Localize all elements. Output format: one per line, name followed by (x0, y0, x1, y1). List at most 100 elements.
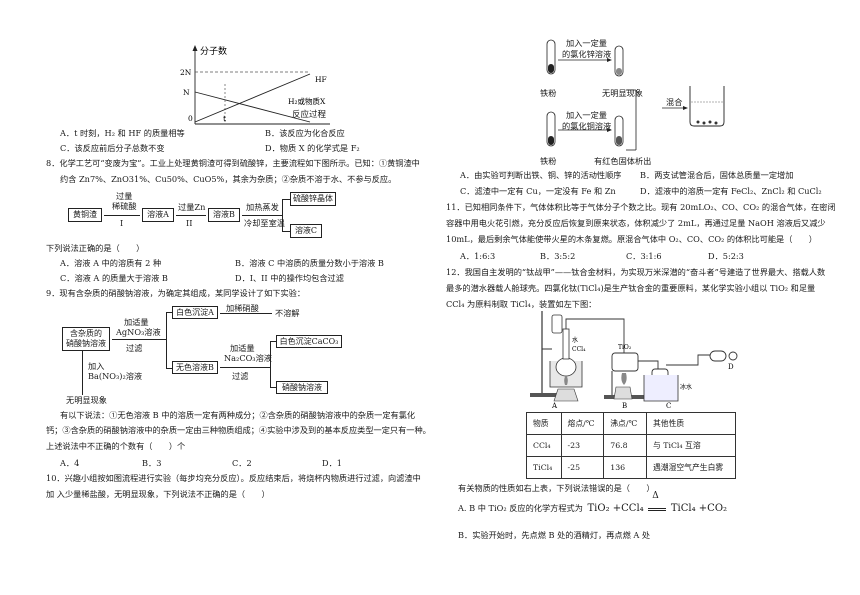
q12-option-b: B．实验开始时，先点燃 B 处的酒精灯，再点燃 A 处 (458, 530, 651, 540)
table-cell: 与 TiCl₄ 互溶 (646, 434, 736, 457)
table-cell: 76.8 (603, 434, 647, 457)
fig10-no-phenom: 无明显现象 (602, 88, 643, 98)
table-cell: -23 (560, 434, 605, 457)
flow9-start-line1: 含杂质的 (70, 329, 102, 338)
q11-option-b: B．3:5:2 (540, 251, 576, 261)
flow-box-solution-c: 溶液C (290, 224, 322, 238)
q12-line1: 12．我国自主发明的“钛战甲”——钛合金材料，为实现万米深潜的“奋斗者”号建造了… (446, 267, 826, 277)
flow9-box-white-a: 白色沉淀A (172, 306, 218, 319)
flow9-label-na2co3: Na₂CO₃溶液 (224, 353, 272, 363)
flow9-label-add1: 加适量 (124, 317, 149, 327)
flow9-label-add2: 加适量 (230, 343, 255, 353)
h2-line (194, 91, 311, 123)
q10-stem-line1: 10．兴趣小组按如图流程进行实验（每步均充分反应）。反应结束后，将烧杯内物质进行… (46, 473, 421, 483)
q11-option-c: C．3:1:6 (626, 251, 662, 261)
app-ccl4-label: CCl₄ (572, 346, 586, 353)
flow9-box-nano3: 硝酸钠溶液 (276, 381, 328, 394)
q8-option-b: B．溶液 C 中溶质的质量分数小于溶液 B (235, 258, 384, 268)
graph-tick-2n: 2N (180, 68, 192, 77)
table-cell: TiCl₄ (526, 456, 562, 479)
q12-equation-condition: Δ (652, 491, 659, 501)
table-header-cell: 沸点/℃ (603, 412, 647, 435)
fig10-iron-label-2: 铁粉 (540, 156, 557, 166)
app-label-d: D (728, 363, 734, 371)
table-row: CCl₄ -23 76.8 与 TiCl₄ 互溶 (526, 434, 736, 457)
q7-molecule-graph: 分子数 2N N 0 t HF H₂或物质X (180, 45, 330, 125)
q9-text-line3: 上述说法中不正确的个数有（ ）个 (46, 441, 186, 451)
fig10-red-solid: 有红色固体析出 (594, 156, 652, 166)
q7-option-c: C．该反应前后分子总数不变 (60, 143, 165, 153)
q9-flowchart: 含杂质的 硝酸钠溶液 加适量 AgNO₃溶液 过滤 白色沉淀A 加稀硝酸 不溶解… (60, 303, 380, 405)
graph-y-label: 分子数 (200, 45, 227, 57)
graph-tick-t: t (223, 114, 226, 123)
q8-flowchart: 黄铜渣 过量 稀硫酸 I 溶液A 过量Zn II 溶液B 加热蒸发 冷却至室温 … (60, 188, 360, 238)
flow9-label-no-phenom: 无明显现象 (66, 395, 107, 405)
q10-option-d: D．滤液中的溶质一定有 FeCl₂、ZnCl₂ 和 CuCl₂ (640, 186, 822, 196)
q7-option-a: A．t 时刻，H₂ 和 HF 的质量相等 (60, 128, 185, 138)
fig10-iron-label-1: 铁粉 (540, 88, 557, 98)
flow9-box-start: 含杂质的 硝酸钠溶液 (62, 327, 110, 351)
left-column: 分子数 2N N 0 t HF H₂或物质X 反应过程 A．t 时刻，H₂ 和 … (46, 0, 450, 595)
flow-label-step2: II (186, 218, 193, 228)
q8-option-c: C．溶液 A 的质量大于溶液 B (60, 273, 168, 283)
q12-equation-right: TiCl₄ +CO₂ (670, 503, 728, 514)
q11-line3: 10mL，最后剩余气体能使带火星的木条复燃。原混合气体中 O₂、CO、CO₂ 的… (446, 234, 817, 244)
flow9-box-colorless-b: 无色溶液B (172, 361, 218, 374)
flow-label-cool: 冷却至室温 (244, 218, 285, 228)
table-header-cell: 熔点/℃ (560, 412, 605, 435)
q11-line1: 11．已知相同条件下，气体体积比等于气体分子个数之比。现有 20mLO₂、CO、… (446, 202, 836, 212)
q10-option-b: B．两支试管混合后，固体总质量一定增加 (640, 170, 794, 180)
flow9-label-insoluble: 不溶解 (275, 308, 300, 318)
fig10-mix-label: 混合 (666, 97, 683, 107)
q11-option-a: A．1:6:3 (460, 251, 496, 261)
flow9-label-hno3: 加稀硝酸 (226, 303, 259, 313)
app-label-c: C (666, 402, 671, 409)
app-label-b: B (622, 402, 627, 409)
app-water-label: 水 (572, 336, 578, 344)
flow9-label-bano3: Ba(NO₃)₂溶液 (88, 371, 143, 381)
flow-label-evaporate: 加热蒸发 (246, 202, 279, 212)
flow9-label-add3: 加入 (88, 361, 105, 371)
q7-option-d: D．物质 X 的化学式是 F₂ (265, 143, 360, 153)
q8-stem-line1: 8．化学工艺可“变废为宝”。工业上处理黄铜渣可得到硫酸锌，主要流程如下图所示。已… (46, 158, 420, 168)
graph-tick-n: N (183, 88, 190, 97)
app-ice-water: 冰水 (680, 383, 692, 391)
fig10-bottom-reagent-line2: 的氯化铜溶液 (562, 121, 612, 131)
right-column: 加入一定量 的氯化锌溶液 铁粉 无明显现象 混合 加入一定量 的氯化铜溶液 铁粉… (446, 0, 836, 595)
q12-apparatus: 水 CCl₄ TiO₂ 冰水 D A B C (530, 311, 738, 409)
q12-option-a-prefix: A. B 中 TiO₂ 反应的化学方程式为 (458, 503, 583, 513)
fig10-top-reagent-line2: 的氯化锌溶液 (562, 49, 612, 59)
table-header-row: 物质 熔点/℃ 沸点/℃ 其他性质 (526, 412, 736, 435)
table-cell: 136 (603, 456, 647, 479)
flow9-start-line2: 硝酸钠溶液 (66, 339, 106, 348)
flow-label-dilute-h2so4: 稀硫酸 (112, 201, 137, 211)
table-cell: 遇潮湿空气产生白雾 (646, 456, 736, 479)
q7-option-b: B．该反应为化合反应 (265, 128, 345, 138)
table-row: TiCl₄ -25 136 遇潮湿空气产生白雾 (526, 456, 736, 479)
q9-option-a: A．4 (60, 458, 80, 468)
flow-box-solution-b: 溶液B (208, 208, 240, 222)
hf-line (194, 73, 311, 123)
graph-hf-label: HF (315, 75, 327, 84)
flow9-label-filter1: 过滤 (126, 343, 143, 353)
q10-test-tube-figure (546, 39, 725, 151)
table-cell: -25 (560, 456, 605, 479)
q12-line3: CCl₄ 为原料制取 TiCl₄，装置如左下图： (446, 299, 597, 309)
q9-text-line1: 有以下说法：①无色溶液 B 中的溶质一定有两种成分；②含杂质的硝酸钠溶液中的杂质… (60, 410, 416, 420)
graph-x-label: 反应过程 (292, 110, 327, 120)
q9-option-c: C．2 (232, 458, 252, 468)
q12-option-a: A. B 中 TiO₂ 反应的化学方程式为 TiO₂ +CCl₄ Δ TiCl₄… (458, 491, 728, 514)
q9-option-b: B．3 (142, 458, 162, 468)
q12-equation-arrow: Δ (646, 491, 668, 513)
app-label-a: A (551, 402, 558, 409)
q10-option-c: C．滤渣中一定有 Cu，一定没有 Fe 和 Zn (460, 186, 616, 196)
fig10-top-reagent-line1: 加入一定量 (566, 38, 607, 48)
flow-label-excess: 过量 (116, 191, 133, 201)
q12-after-table: 有关物质的性质如右上表，下列说法错误的是（ ） (458, 483, 655, 493)
q12-line2: 最多的潜水器载人舱球壳。四氯化钛(TiCl₄)是生产钛合金的重要原料，某化学实验… (446, 283, 816, 293)
q10-stem-line2: 加 入少量稀盐酸，无明显现象，下列说法不正确的是（ ） (46, 489, 270, 499)
flow9-label-filter2: 过滤 (232, 371, 249, 381)
q8-option-d: D．I、II 中的操作均包含过滤 (235, 273, 344, 283)
fig10-bottom-reagent-line1: 加入一定量 (566, 110, 607, 120)
q8-prompt: 下列说法正确的是（ ） (46, 243, 145, 253)
